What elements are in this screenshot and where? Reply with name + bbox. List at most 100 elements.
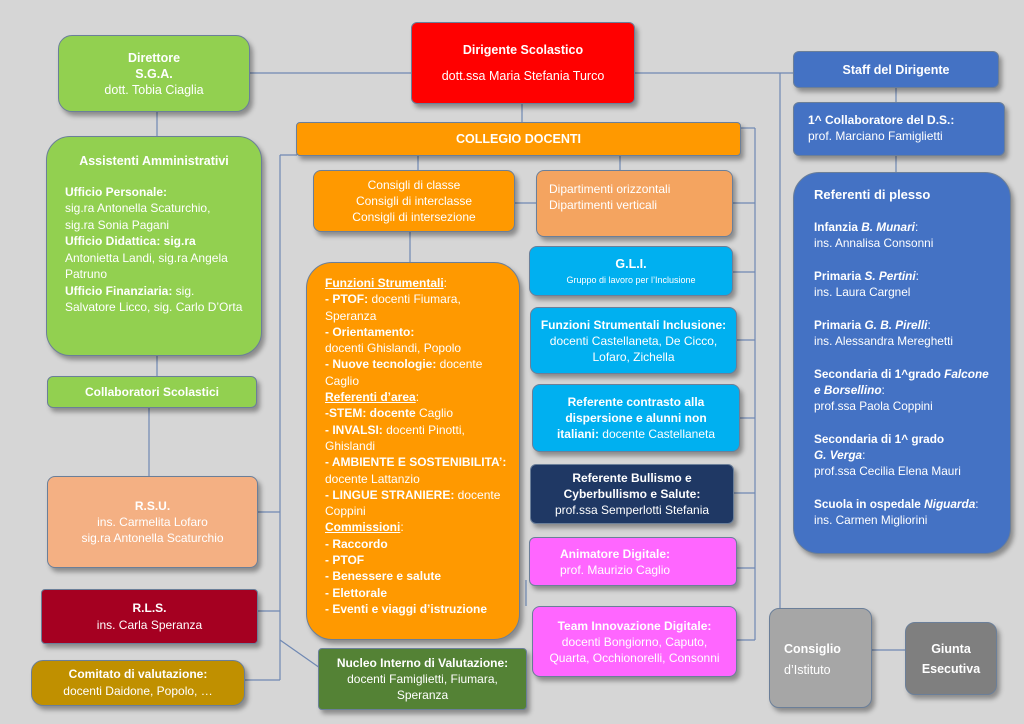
consigli-box: Consigli di classe Consigli di interclas… [313,170,515,232]
collaboratore-box: 1^ Collaboratore del D.S.: prof. Marcian… [793,102,1005,156]
team-line: docenti Bongiorno, Caputo, [561,634,708,649]
assistenti-title: Assistenti Amministrativi [79,154,229,168]
ufficio-didattica-line: sig.ra [160,234,196,248]
animatore-digitale-box: Animatore Digitale: prof. Maurizio Cagli… [529,537,737,586]
bullismo-line: Referente Bullismo e [572,471,692,485]
ref-lingue-label: - LINGUE STRANIERE: [325,487,455,502]
collaboratore-name: prof. Marciano Famiglietti [808,129,943,143]
plesso-colon: : [915,269,919,283]
commissioni-heading: Commissioni [325,520,401,535]
ufficio-personale-line: sig.ra Antonella Scaturchio, [65,201,211,215]
plesso-referente: prof.ssa Cecilia Elena Mauri [814,464,961,478]
collaboratori-scolastici-box: Collaboratori Scolastici [47,376,257,408]
dirigente-name: dott.ssa Maria Stefania Turco [441,69,605,83]
commissione-item: - Eventi e viaggi d’istruzione [325,601,488,616]
plesso-referente: ins. Carmen Migliorini [814,513,928,527]
ref-lingue-text: Coppini [325,504,366,519]
bullismo-line: prof.ssa Semperlotti Stefania [554,503,710,517]
fs-orientamento-label: - Orientamento: [325,324,415,339]
plesso-name: Falcone [944,367,989,381]
contrasto-label: italiani: [556,427,599,441]
plesso-label: Primaria [814,318,865,332]
fs-inclusione-line: docenti Castellaneta, De Cicco, [549,333,718,348]
commissione-item: - PTOF [325,553,365,568]
giunta-line: Giunta [931,641,971,656]
giunta-line: Esecutiva [921,661,981,676]
fs-tecnologie-text: Caglio [325,373,360,388]
fs-tecnologie-text: docente [436,357,483,372]
referenti-plesso-box: Referenti di plesso Infanzia B. Munari: … [793,172,1011,554]
ufficio-didattica-line: Antonietta Landi, sig.ra Angela [65,250,228,265]
plesso-referente: ins. Annalisa Consonni [814,236,934,250]
plesso-name: B. Munari [861,220,915,234]
consigli-line: Consigli di interclasse [355,194,473,208]
rsu-line: sig.ra Antonella Scaturchio [81,531,224,545]
niv-line: docenti Famiglietti, Fiumara, [347,672,498,686]
ref-lingue-text: docente [454,487,501,502]
fs-ptof-label: - PTOF: [325,292,369,307]
ufficio-finanziaria-line: sig. [172,283,195,298]
comitato-title: Comitato di valutazione: [68,667,208,681]
plesso-colon: : [914,220,919,234]
direttore-subtitle: S.G.A. [135,66,173,81]
direttore-sga-box: Direttore S.G.A. dott. Tobia Ciaglia [58,35,250,112]
bullismo-line: Cyberbullismo e Salute: [563,487,701,501]
plesso-colon: : [975,497,979,511]
fs-inclusione-line: Lofaro, Zichella [592,349,675,364]
team-title: Team Innovazione Digitale: [557,618,712,633]
plesso-label: Scuola in ospedale [814,497,925,511]
plesso-label: Secondaria di 1^grado [814,367,945,381]
fs-inclusione-title: Funzioni Strumentali Inclusione: [540,317,727,332]
dipartimenti-line: Dipartimenti verticali [549,198,658,212]
ufficio-personale-line: sig.ra Sonia Pagani [65,217,170,232]
funzioni-strumentali-box: Funzioni Strumentali: - PTOF: docenti Fi… [306,262,520,640]
referente-contrasto-box: Referente contrasto alla dispersione e a… [532,384,740,452]
niv-line: Speranza [396,688,449,702]
plesso-referente: ins. Laura Cargnel [814,285,911,299]
plesso-name: e Borsellino [814,383,882,397]
commissioni-colon: : [400,520,404,535]
consigli-line: Consigli di classe [367,178,461,192]
plesso-colon: : [881,383,885,397]
collegio-box: COLLEGIO DOCENTI [296,122,741,156]
referenti-plesso-title: Referenti di plesso [814,187,931,202]
ufficio-didattica-label: Ufficio Didattica: [65,234,161,248]
plesso-colon: : [862,448,866,462]
consiglio-line: d’Istituto [784,663,831,677]
ref-invalsi-text: docenti Pinotti, [382,422,465,437]
consiglio-line: Consiglio [784,642,841,656]
plesso-colon: : [927,318,931,332]
ref-stem-label: -STEM: docente [325,406,416,421]
dipartimenti-box: Dipartimenti orizzontali Dipartimenti ve… [536,170,733,237]
ufficio-didattica-line: Patruno [65,267,108,281]
gli-box: G.L.I. Gruppo di lavoro per l’Inclusione [529,246,733,296]
comitato-line: docenti Daidone, Popolo, … [63,684,213,698]
animatore-title: Animatore Digitale: [560,547,671,561]
commissione-item: - Benessere e salute [325,569,442,584]
fs-ptof-text: docenti Fiumara, [368,292,461,307]
dirigente-box: Dirigente Scolastico dott.ssa Maria Stef… [411,22,635,104]
plesso-label: Secondaria di 1^ grado [814,432,945,446]
direttore-name: dott. Tobia Ciaglia [104,82,204,97]
plesso-label: Primaria [814,269,865,283]
plesso-name: G. B. Pirelli [864,318,928,332]
contrasto-line: docente Castellaneta [598,427,716,441]
ref-stem-text: Caglio [415,406,454,421]
ref-invalsi-label: - INVALSI: [325,422,383,437]
collaboratore-title: 1^ Collaboratore del D.S.: [808,113,955,127]
gli-subtitle: Gruppo di lavoro per l’Inclusione [566,275,696,285]
niv-box: Nucleo Interno di Valutazione: docenti F… [318,648,527,710]
rsu-line: ins. Carmelita Lofaro [97,515,208,529]
ufficio-personale-label: Ufficio Personale: [65,184,168,199]
staff-title: Staff del Dirigente [842,62,950,77]
dipartimenti-line: Dipartimenti orizzontali [549,182,671,196]
plesso-label: Infanzia [814,220,862,234]
niv-title: Nucleo Interno di Valutazione: [336,656,509,670]
fs-orientamento-text: docenti Ghislandi, Popolo [325,341,462,356]
comitato-valutazione-box: Comitato di valutazione: docenti Daidone… [31,660,245,706]
fs-inclusione-box: Funzioni Strumentali Inclusione: docenti… [530,307,737,374]
consigli-line: Consigli di intersezione [352,210,476,224]
contrasto-line: Referente contrasto alla [567,395,705,409]
dirigente-title: Dirigente Scolastico [462,43,584,57]
